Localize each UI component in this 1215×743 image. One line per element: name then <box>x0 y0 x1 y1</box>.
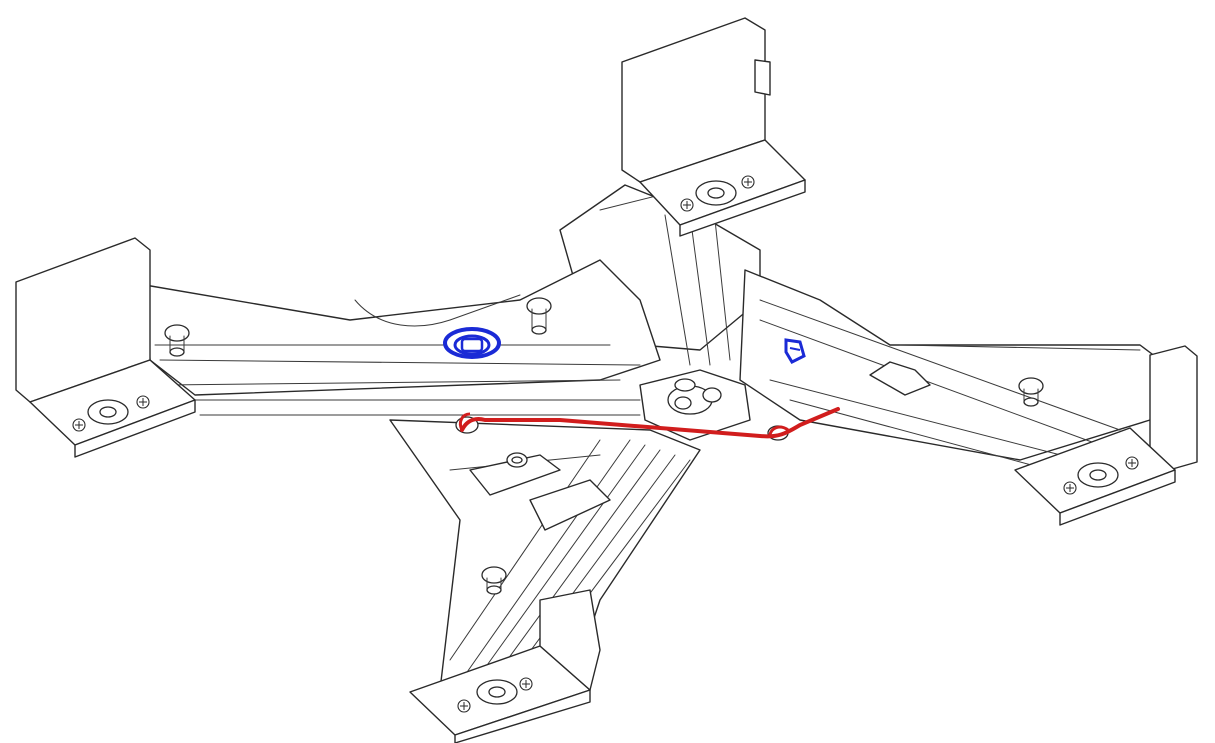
red-wire-highlight <box>455 407 840 441</box>
foot-tab-left <box>15 237 196 458</box>
pin-icon <box>1018 377 1044 407</box>
blue-highlight-left <box>443 327 501 359</box>
pin-icon <box>869 361 931 396</box>
arm-right <box>739 269 1161 471</box>
locating-pins <box>164 297 1044 595</box>
blue-highlight-right <box>784 338 806 364</box>
foot-tab-bottom <box>409 589 601 743</box>
foot-tab-right <box>1014 345 1198 526</box>
pin-icon <box>506 452 528 468</box>
pin-icon <box>481 566 507 595</box>
central-hub <box>639 369 751 441</box>
foot-tab-top <box>621 17 806 237</box>
pin-icon <box>164 324 190 357</box>
pin-icon <box>526 297 552 335</box>
arm-left <box>144 259 661 416</box>
